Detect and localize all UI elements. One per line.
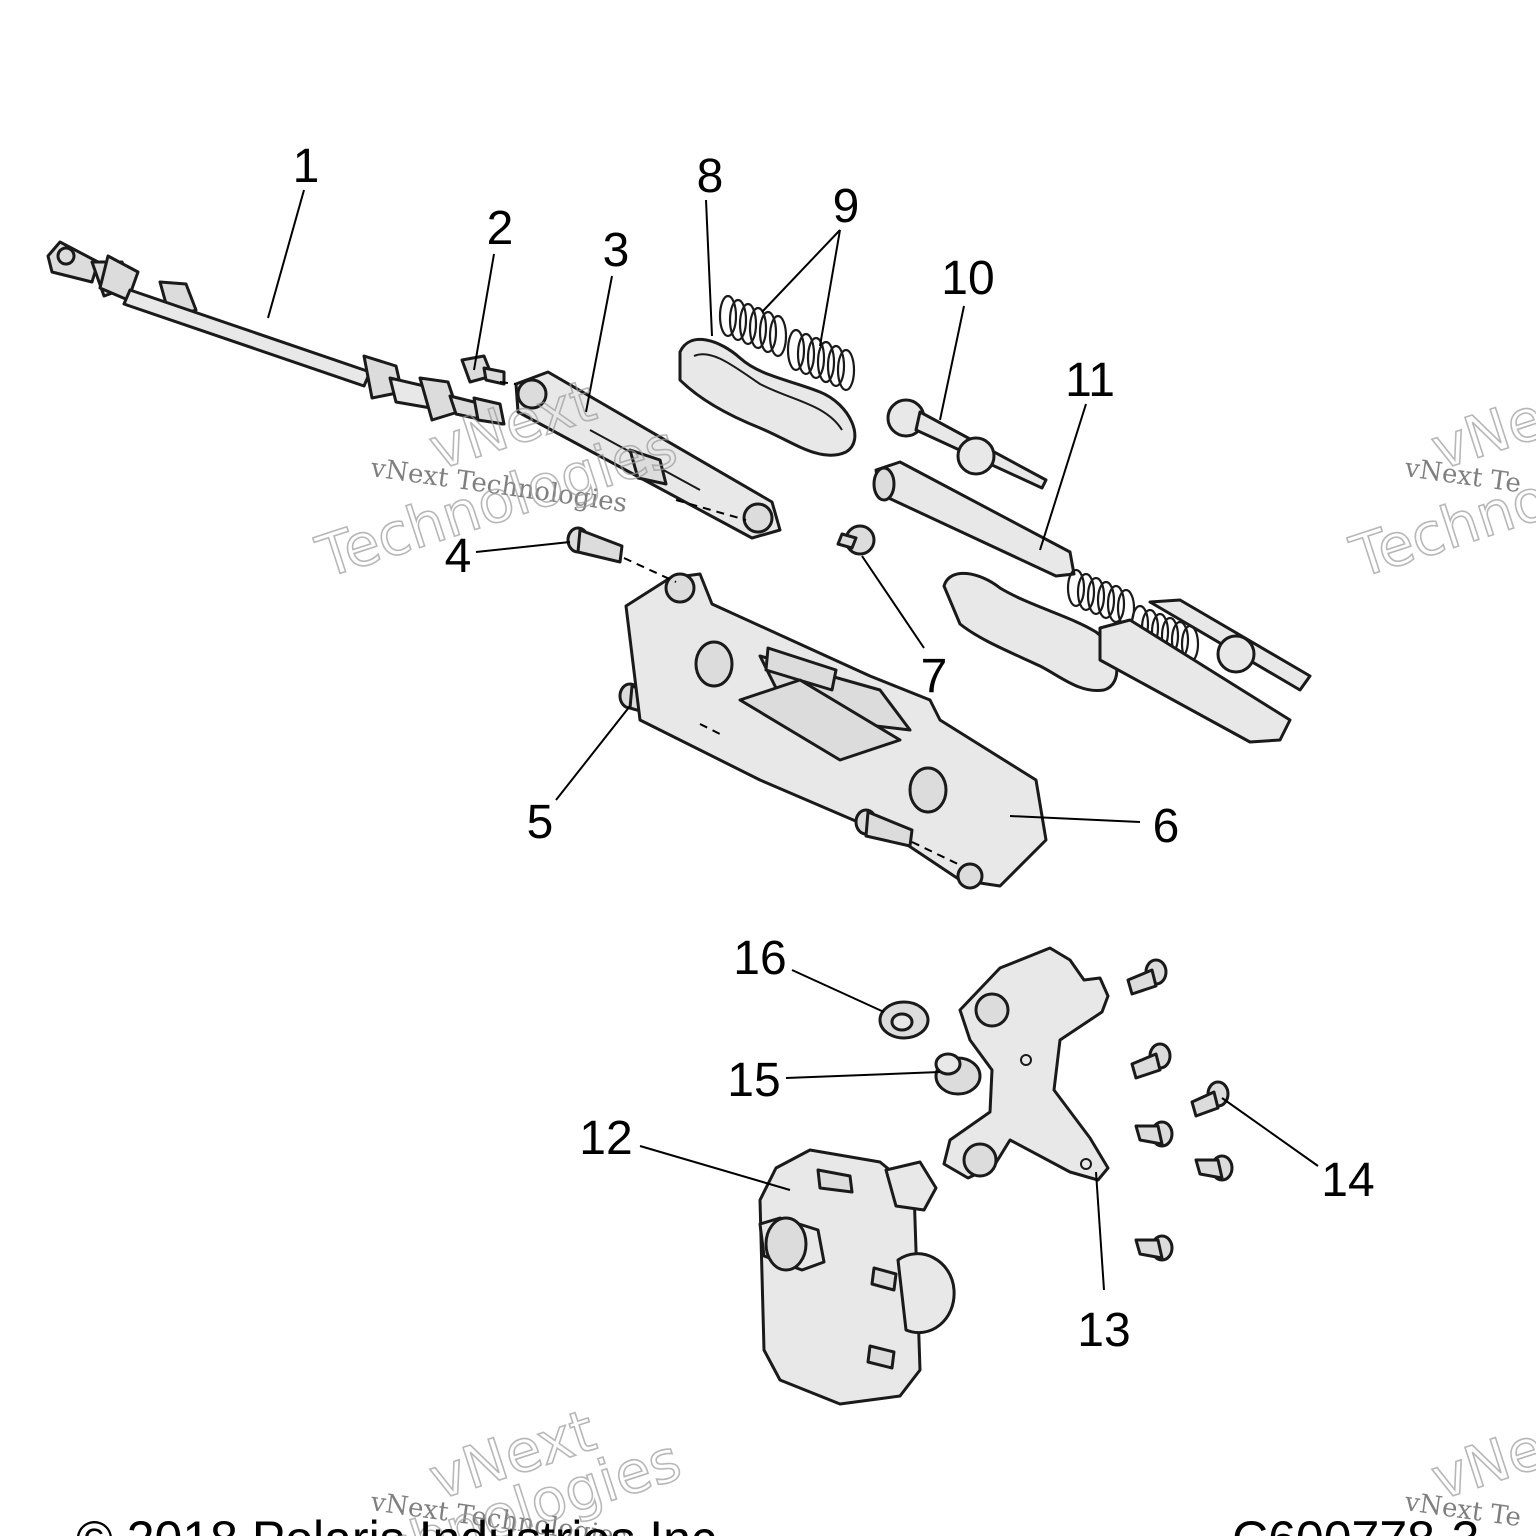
shift-cable-part-1 [46, 240, 506, 426]
screw-b [1130, 1042, 1172, 1080]
watermark-right: vNext Te vNe Techno [1342, 383, 1536, 593]
pawl-part-10 [886, 398, 1048, 490]
screw-d [1134, 1120, 1174, 1148]
callout-5: 5 [527, 796, 554, 849]
bolt-part-2 [460, 354, 506, 386]
callout-13: 13 [1077, 1304, 1130, 1357]
callout-labels: 1 2 3 4 5 6 7 8 9 10 11 12 13 14 15 16 [293, 140, 1375, 1357]
watermark-center: vNext Technologies vNext Technologies [308, 365, 686, 592]
pin-part-7 [836, 524, 876, 556]
bushing-part-15 [934, 1052, 982, 1096]
callout-6: 6 [1153, 800, 1180, 853]
callout-9: 9 [833, 180, 860, 233]
bolt-part-4 [566, 526, 624, 564]
callout-7: 7 [921, 650, 948, 703]
retainer-loop-part-8 [678, 337, 857, 457]
screw-c [1190, 1080, 1230, 1118]
figure-id: C600778-3 [1232, 1511, 1479, 1536]
grommet-part-16 [878, 1000, 930, 1040]
arm-assembly-part-11 [872, 460, 1312, 744]
callout-15: 15 [727, 1054, 780, 1107]
callout-16: 16 [733, 932, 786, 985]
callout-1: 1 [293, 140, 320, 193]
callout-3: 3 [603, 224, 630, 277]
callout-12: 12 [579, 1112, 632, 1165]
bracket-part-13 [942, 946, 1110, 1182]
leader-lines [267, 189, 1319, 1291]
shift-link-part-3 [514, 370, 782, 540]
watermark-big-line1-bottom-right: vNe [1423, 1414, 1536, 1514]
actuator-part-12 [758, 1148, 956, 1406]
housing-part-6 [624, 572, 1048, 890]
screw-a [1126, 958, 1168, 996]
screws-part-14 [1126, 958, 1234, 1262]
callout-11: 11 [1065, 354, 1115, 407]
callout-4: 4 [445, 530, 472, 583]
callout-2: 2 [487, 202, 514, 255]
callout-8: 8 [697, 150, 724, 203]
springs-part-9 [718, 294, 856, 392]
screw-f [1134, 1234, 1174, 1262]
callout-10: 10 [941, 252, 994, 305]
callout-14: 14 [1321, 1154, 1374, 1207]
copyright-text: © 2018 Polaris Industries Inc. [76, 1511, 730, 1536]
screw-e [1194, 1154, 1234, 1182]
